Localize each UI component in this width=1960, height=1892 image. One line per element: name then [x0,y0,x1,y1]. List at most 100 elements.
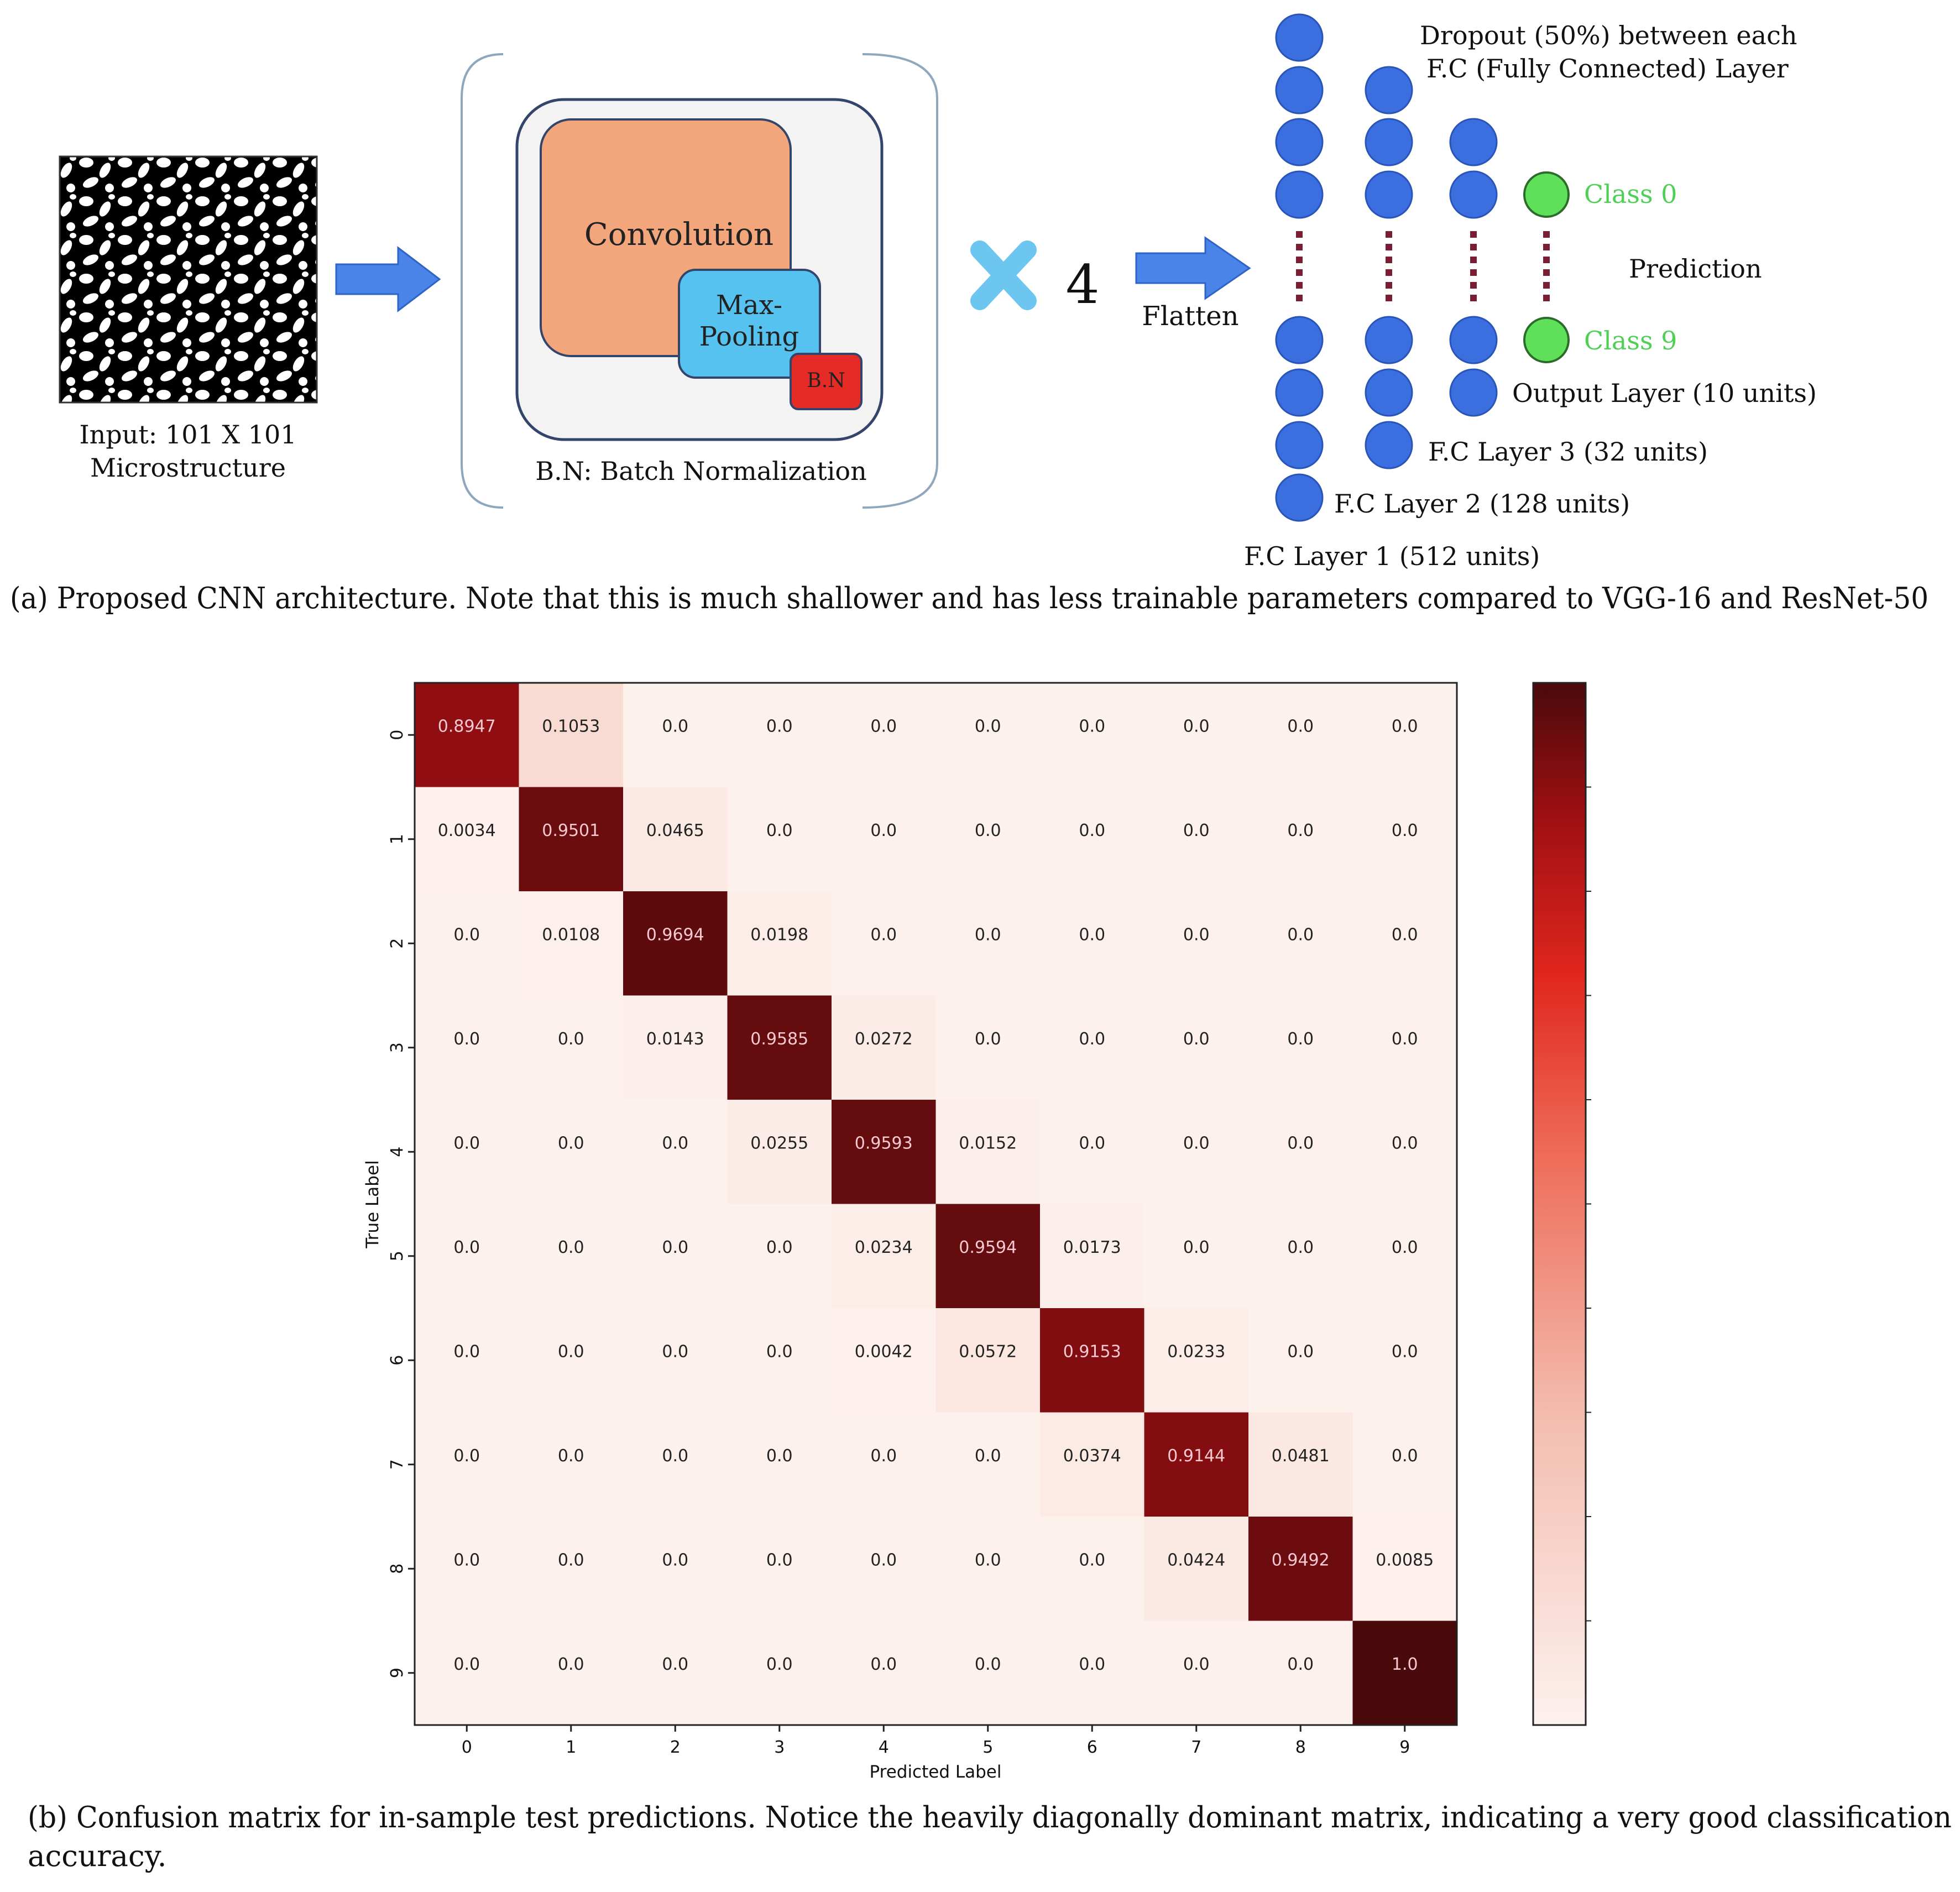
matrix-cell-label: 0.0 [453,1029,480,1049]
matrix-cell-label: 0.0 [1392,821,1418,840]
y-tick-label: 9 [388,1668,407,1678]
matrix-cell-label: 0.0272 [855,1029,913,1049]
matrix-cell-label: 0.0 [1287,1342,1314,1361]
matrix-cell-label: 0.8947 [438,717,496,736]
matrix-cell [935,1412,1041,1517]
y-tick-label: 3 [388,1042,407,1053]
matrix-cell [727,995,832,1100]
matrix-cell [623,1308,728,1413]
matrix-cell-label: 0.0108 [542,925,600,944]
output-layer [1523,171,1570,363]
matrix-cell-label: 0.9585 [750,1029,808,1049]
matrix-cell [832,1517,936,1621]
matrix-cell [1352,1412,1457,1517]
matrix-cell [1352,1204,1457,1309]
matrix-cell-label: 0.0 [453,1446,480,1466]
input-label-line1: Input: 101 X 101 [79,420,296,450]
matrix-cell-label: 0.0 [975,1446,1001,1466]
matrix-cell-label: 0.0 [870,717,897,736]
matrix-cell [1040,1100,1144,1204]
matrix-cell-label: 0.0 [662,1133,688,1153]
matrix-cell-label: 0.9501 [542,821,600,840]
matrix-cell-label: 0.0 [558,1342,584,1361]
matrix-cell [415,1308,519,1413]
repeat-count: 4 [1065,254,1099,316]
fc2-label: F.C Layer 2 (128 units) [1334,489,1630,519]
matrix-cell-label: 0.0 [870,925,897,944]
matrix-cell-label: 0.0085 [1376,1550,1434,1570]
matrix-cell-label: 0.0 [662,717,688,736]
matrix-cell-label: 0.0 [453,1550,480,1570]
matrix-cell-label: 0.0 [975,1550,1001,1570]
matrix-cell-label: 0.0 [766,717,793,736]
matrix-cell-label: 0.0 [1079,925,1105,944]
fc-layer-2 [1365,66,1413,469]
y-tick-label: 6 [388,1355,407,1366]
matrix-cell-label: 0.0 [453,1342,480,1361]
x-tick-label: 5 [982,1738,993,1757]
matrix-cell-label: 0.0 [1392,1133,1418,1153]
y-tick-label: 1 [388,834,407,844]
output-layer-label: Output Layer (10 units) [1512,378,1817,408]
matrix-cell [519,1412,624,1517]
matrix-cell [415,1204,519,1309]
matrix-cell-label: 0.0 [662,1550,688,1570]
matrix-cell [935,891,1041,996]
matrix-cell-label: 0.0572 [959,1342,1017,1361]
matrix-cell-label: 1.0 [1392,1655,1418,1674]
matrix-cell-label: 0.0 [662,1655,688,1674]
y-axis-label: True Label [363,1160,383,1248]
matrix-cell-label: 0.0042 [855,1342,913,1361]
matrix-cell-label: 0.0 [975,717,1001,736]
matrix-cell-label: 0.9594 [959,1238,1017,1257]
input-label-line2: Microstructure [90,453,286,483]
x-tick-label: 3 [774,1738,785,1757]
matrix-cell [1248,1517,1353,1621]
matrix-cell [415,1412,519,1517]
matrix-cell-label: 0.0 [1183,1238,1210,1257]
matrix-cell-label: 0.1053 [542,717,600,736]
maxpool-label-line1: Max- [716,290,782,321]
matrix-cell [519,1308,624,1413]
panel-a-architecture: Input: 101 X 101 Microstructure Convolut… [10,13,1928,615]
matrix-cell-label: 0.0 [766,1550,793,1570]
matrix-cell-label: 0.0034 [438,821,496,840]
matrix-cell-label: 0.0 [558,1446,584,1466]
matrix-cell-label: 0.0 [1287,717,1314,736]
matrix-cell-label: 0.0 [1392,1446,1418,1466]
matrix-cell [1248,1100,1353,1204]
x-tick-label: 0 [462,1738,472,1757]
fc-layer-1 [1275,13,1324,522]
matrix-cell-label: 0.0 [766,821,793,840]
matrix-cell [832,1308,936,1413]
matrix-cell-label: 0.9492 [1272,1550,1330,1570]
matrix-cell [935,787,1041,892]
matrix-cell-label: 0.0 [1079,1550,1105,1570]
matrix-cell [727,1308,832,1413]
matrix-cell [1040,787,1144,892]
matrix-cell [1352,1308,1457,1413]
matrix-cell [1352,787,1457,892]
matrix-cell-label: 0.0 [1287,925,1314,944]
matrix-cell-label: 0.0 [1079,1029,1105,1049]
y-tick-label: 7 [388,1459,407,1470]
matrix-cell [415,1517,519,1621]
matrix-cell [415,891,519,996]
matrix-cell [935,683,1041,787]
matrix-cell [623,995,728,1100]
matrix-cell [1040,1517,1144,1621]
matrix-cell [832,1412,936,1517]
matrix-cell-label: 0.0 [870,1446,897,1466]
matrix-cell [935,1621,1041,1726]
matrix-cell-label: 0.9153 [1063,1342,1121,1361]
matrix-cell-label: 0.0173 [1063,1238,1121,1257]
matrix-cell [1248,1412,1353,1517]
matrix-cell [519,995,624,1100]
matrix-cell [727,1517,832,1621]
matrix-cell [1248,787,1353,892]
matrix-cell-label: 0.0 [1183,1029,1210,1049]
matrix-cell-label: 0.0 [662,1446,688,1466]
matrix-cell-label: 0.0 [1287,1133,1314,1153]
